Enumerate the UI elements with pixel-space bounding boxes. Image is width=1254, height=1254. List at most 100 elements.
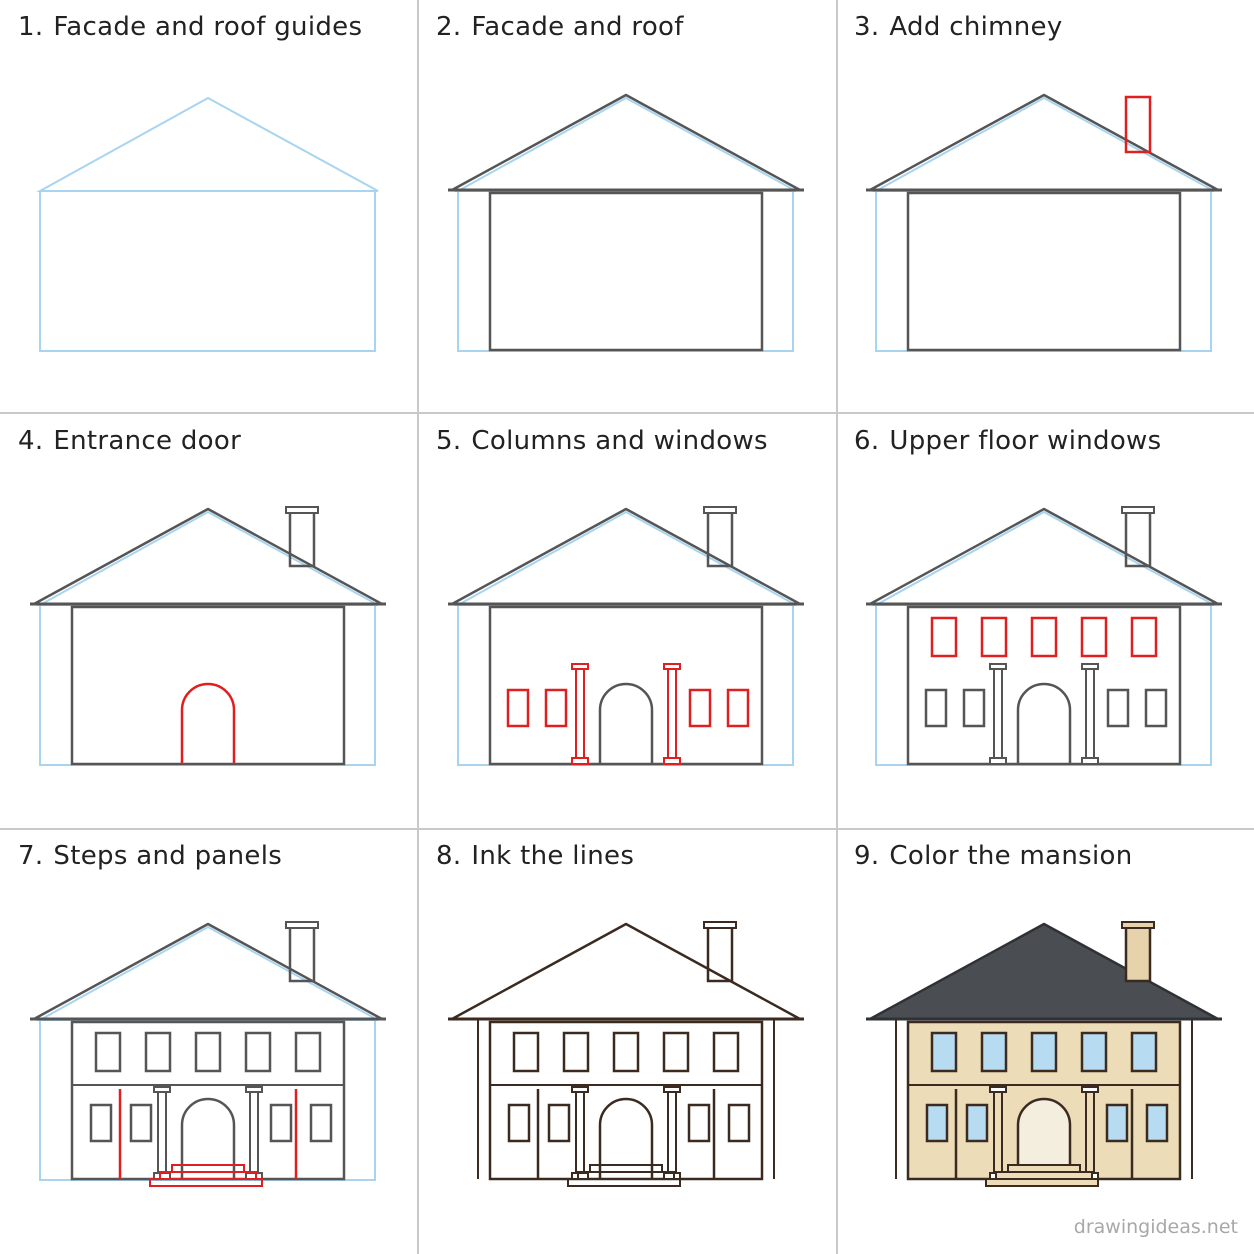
step-title: 8. Ink the lines	[436, 841, 634, 871]
window	[980, 616, 1008, 658]
window	[925, 1103, 949, 1143]
roof-guide	[36, 96, 379, 192]
entrance-door	[598, 1097, 654, 1179]
window	[562, 1031, 590, 1073]
window	[930, 1031, 958, 1073]
facade-guide	[39, 190, 376, 352]
entrance-door	[598, 682, 654, 764]
step-title: 6.Upper floor windows	[854, 426, 1161, 456]
house-drawing-step-8	[448, 921, 804, 1187]
roof-guide	[872, 96, 1215, 192]
step-panel-6: 6.Upper floor windows	[836, 414, 1254, 828]
facade-guide	[457, 190, 794, 352]
window	[688, 688, 712, 728]
roof-guide	[36, 925, 379, 1021]
window	[294, 1031, 322, 1073]
facade-walls	[906, 191, 1182, 352]
step-title-text: Steps and panels	[53, 841, 283, 871]
watermark: drawingideas.net	[1073, 1216, 1238, 1238]
step-number: 4.	[18, 426, 44, 456]
step-number: 9.	[854, 841, 880, 871]
step-title-text: Ink the lines	[471, 841, 635, 871]
window	[612, 1031, 640, 1073]
house-drawing-step-2	[448, 93, 804, 352]
chimney	[706, 924, 734, 983]
step-title: 3.Add chimney	[854, 12, 1063, 42]
window	[965, 1103, 989, 1143]
window	[687, 1103, 711, 1143]
panel-divider-horizontal	[0, 412, 1254, 414]
house-drawing-step-7	[30, 921, 386, 1187]
window	[129, 1103, 153, 1143]
roof-guide	[454, 510, 797, 606]
house-drawing-step-1	[36, 96, 379, 352]
roof-guide	[872, 510, 1215, 606]
step-title: 9.Color the mansion	[854, 841, 1133, 871]
step-panel-1: 1.Facade and roof guides	[0, 0, 418, 414]
window	[980, 1031, 1008, 1073]
step-title-text: Entrance door	[53, 426, 242, 456]
window	[1130, 616, 1158, 658]
chimney-cap	[285, 506, 319, 514]
step-title: 5.Columns and windows	[436, 426, 768, 456]
column-capital	[663, 1086, 681, 1093]
window	[712, 1031, 740, 1073]
window	[269, 1103, 293, 1143]
step-title: 1.Facade and roof guides	[18, 12, 362, 42]
step-title: 4. Entrance door	[18, 426, 241, 456]
column-capital	[663, 663, 681, 670]
window	[924, 688, 948, 728]
step	[995, 1171, 1093, 1180]
step-title: 7. Steps and panels	[18, 841, 282, 871]
column-capital	[571, 1086, 589, 1093]
entrance-door	[180, 682, 236, 764]
window	[727, 1103, 751, 1143]
chimney-cap	[285, 921, 319, 929]
step-title-text: Columns and windows	[471, 426, 768, 456]
window	[194, 1031, 222, 1073]
window	[89, 1103, 113, 1143]
roof	[32, 507, 384, 606]
window	[1030, 1031, 1058, 1073]
entrance-door	[1016, 1097, 1072, 1179]
window	[309, 1103, 333, 1143]
house-drawing-step-3	[866, 93, 1222, 352]
step-panel-9: 9.Color the mansion	[836, 829, 1254, 1243]
roof	[450, 922, 802, 1021]
step-panel-4: 4. Entrance door	[0, 414, 418, 828]
step-panel-3: 3.Add chimney	[836, 0, 1254, 414]
window	[1130, 1031, 1158, 1073]
window	[512, 1031, 540, 1073]
column-base	[1081, 757, 1099, 765]
window	[244, 1031, 272, 1073]
column-capital	[153, 1086, 171, 1093]
facade-walls	[488, 1020, 764, 1181]
house-drawing-step-5	[448, 506, 804, 766]
step-number: 7.	[18, 841, 44, 871]
step-number: 6.	[854, 426, 880, 456]
column-capital	[989, 663, 1007, 670]
window	[930, 616, 958, 658]
step	[567, 1178, 681, 1187]
column-capital	[1081, 663, 1099, 670]
house-drawing-step-9	[866, 921, 1222, 1187]
window	[1144, 688, 1168, 728]
step-number: 8.	[436, 841, 462, 871]
window	[94, 1031, 122, 1073]
window	[726, 688, 750, 728]
facade-walls	[70, 605, 346, 766]
window	[1145, 1103, 1169, 1143]
panel-divider-horizontal	[0, 828, 1254, 830]
panel-divider-vertical	[836, 0, 838, 1254]
step-panel-8: 8. Ink the lines	[418, 829, 836, 1243]
window	[507, 1103, 531, 1143]
step-title-text: Facade and roof guides	[53, 12, 363, 42]
step-title-text: Add chimney	[889, 12, 1063, 42]
roof-guide	[36, 510, 379, 606]
window	[1080, 616, 1108, 658]
window	[1030, 616, 1058, 658]
step-title-text: Facade and roof	[471, 12, 684, 42]
roof	[450, 507, 802, 606]
facade-walls	[488, 191, 764, 352]
